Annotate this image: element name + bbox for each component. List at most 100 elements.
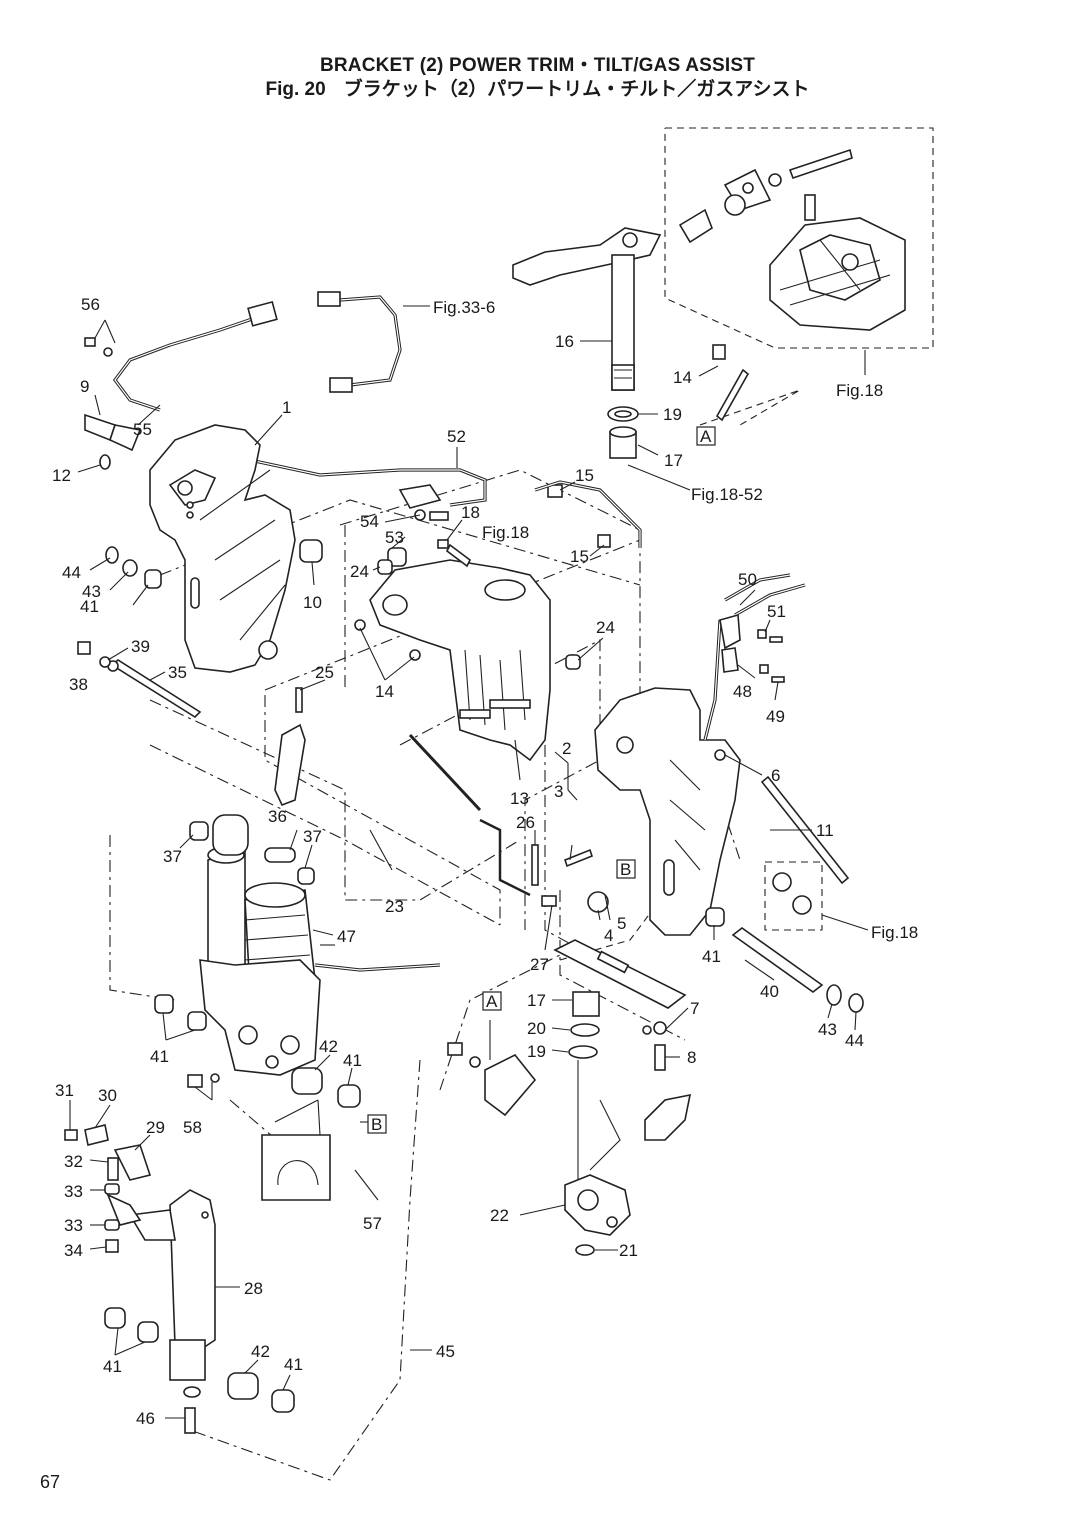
part-label-2: 2: [562, 739, 571, 758]
trim-sensor-harness: [113, 300, 278, 412]
part-label-43b: 43: [818, 1020, 837, 1039]
tilt-stop-bracket-7: [553, 939, 687, 1009]
part-label-28: 28: [244, 1279, 263, 1298]
power-trim-tilt-unit-47: [199, 814, 321, 1076]
part-label-11: 11: [816, 821, 834, 840]
part-label-17a: 17: [664, 451, 683, 470]
lower-mount-22: [564, 1174, 631, 1236]
marker-b-mid-label: B: [620, 860, 631, 879]
part-label-8: 8: [687, 1048, 696, 1067]
part-label-41e: 41: [103, 1357, 122, 1376]
part-label-14a: 14: [673, 368, 692, 387]
part-label-56: 56: [81, 295, 100, 314]
part-label-32: 32: [64, 1152, 83, 1171]
part-label-4: 4: [604, 926, 613, 945]
marker-a-top-label: A: [700, 427, 712, 446]
part-label-58: 58: [183, 1118, 202, 1137]
part-label-41f: 41: [284, 1355, 303, 1374]
part-label-1: 1: [282, 398, 291, 417]
part-label-44a: 44: [62, 563, 81, 582]
part-label-46: 46: [136, 1409, 155, 1428]
part-label-57: 57: [363, 1214, 382, 1233]
motor-wire-47: [314, 963, 441, 972]
part-label-5: 5: [617, 914, 626, 933]
part-label-54: 54: [360, 512, 379, 531]
marker-b-low: [367, 1114, 387, 1134]
long-rod-23: [408, 733, 482, 812]
part-label-18: 18: [461, 503, 480, 522]
part-label-41d: 41: [343, 1051, 362, 1070]
part-number-labels: 1 2 3 4 5 6 7 8 9 10 11 12 13 14 14 15 1…: [52, 295, 864, 1428]
part-label-14b: 14: [375, 682, 394, 701]
part-label-35: 35: [168, 663, 187, 682]
part-label-15b: 15: [570, 547, 589, 566]
part-label-41c: 41: [150, 1047, 169, 1066]
leader-lines: [69, 305, 869, 1419]
ref-fig18-mid: Fig.18: [482, 523, 529, 542]
part-label-29: 29: [146, 1118, 165, 1137]
wire-52: [249, 458, 487, 507]
part-label-53: 53: [385, 528, 404, 547]
part-label-42b: 42: [251, 1342, 270, 1361]
part-label-39: 39: [131, 637, 150, 656]
ref-fig18-top: Fig.18: [836, 381, 883, 400]
part-label-24b: 24: [596, 618, 615, 637]
page-number: 67: [40, 1472, 61, 1492]
steering-arm-16: [512, 227, 662, 391]
swivel-bracket-13: [369, 559, 551, 762]
part-label-49: 49: [766, 707, 785, 726]
part-label-17b: 17: [527, 991, 546, 1010]
part-label-3: 3: [554, 782, 563, 801]
part-label-36: 36: [268, 807, 287, 826]
part-label-24a: 24: [350, 562, 369, 581]
wire-harness-fig33: [317, 291, 402, 393]
part-label-31: 31: [55, 1081, 74, 1100]
figure-number: Fig. 20: [265, 79, 326, 100]
part-label-37a: 37: [163, 847, 182, 866]
part-label-42a: 42: [319, 1037, 338, 1056]
part-label-47: 47: [337, 927, 356, 946]
part-label-50: 50: [738, 570, 757, 589]
clamp-bracket-1: [149, 424, 296, 673]
part-label-44b: 44: [845, 1031, 864, 1050]
part-label-41a: 41: [80, 597, 99, 616]
part-label-16: 16: [555, 332, 574, 351]
ref-fig18-52: Fig.18-52: [691, 485, 763, 504]
marker-b-low-label: B: [371, 1115, 382, 1134]
gas-assist-cylinder-28: [128, 1189, 216, 1381]
part-label-9: 9: [80, 377, 89, 396]
washer-19-top: [607, 406, 639, 422]
part-label-26: 26: [516, 813, 535, 832]
part-label-41b: 41: [702, 947, 721, 966]
swivel-mount-assembly: [678, 148, 906, 331]
ref-fig33-6: Fig.33-6: [433, 298, 495, 317]
marker-b-mid: [616, 859, 636, 879]
shaft-40: [731, 927, 824, 993]
part-label-23: 23: [385, 897, 404, 916]
part-label-19a: 19: [663, 405, 682, 424]
part-label-48: 48: [733, 682, 752, 701]
part-label-7: 7: [690, 999, 699, 1018]
part-label-12: 12: [52, 466, 71, 485]
ref-fig18-right: Fig.18: [871, 923, 918, 942]
part-label-33b: 33: [64, 1216, 83, 1235]
part-label-43a: 43: [82, 582, 101, 601]
part-label-25: 25: [315, 663, 334, 682]
part-label-38: 38: [69, 675, 88, 694]
marker-a-top: [696, 426, 716, 446]
fig18-reference-box-top: [664, 127, 934, 349]
diagram-title: BRACKET (2) POWER TRIM・TILT/GAS ASSIST: [319, 55, 756, 76]
part-label-6: 6: [771, 766, 780, 785]
part-label-21: 21: [619, 1241, 638, 1260]
anode-plate: [484, 1053, 537, 1117]
part-label-55: 55: [133, 420, 152, 439]
fig18-reference-box-right: [764, 861, 823, 931]
part-label-15a: 15: [575, 466, 594, 485]
part-label-13: 13: [510, 789, 529, 808]
marker-a-low-label: A: [486, 992, 498, 1011]
part-label-22: 22: [490, 1206, 509, 1225]
part-label-20: 20: [527, 1019, 546, 1038]
part-label-27: 27: [530, 955, 549, 974]
bushing-17-top: [609, 426, 637, 459]
